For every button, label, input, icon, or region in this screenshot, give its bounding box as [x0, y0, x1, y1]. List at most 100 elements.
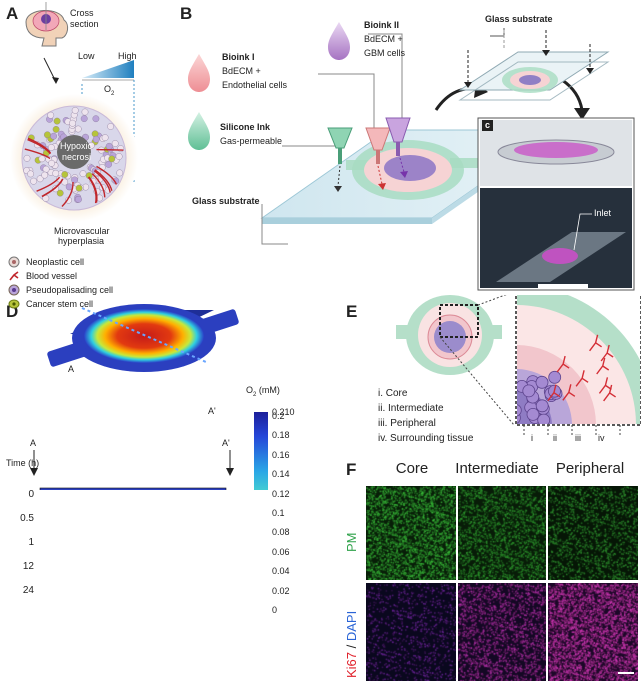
legend-pseudopalisading: Pseudopalisading cell	[8, 284, 113, 296]
endothelial-sprout	[596, 357, 610, 375]
tumor-cell	[48, 144, 55, 151]
tumor-cell	[50, 132, 57, 140]
blood-vessel	[96, 148, 124, 151]
endothelial-sprout	[589, 334, 602, 352]
time-value: 24	[22, 585, 34, 596]
legend-neoplastic: Neoplastic cell	[8, 256, 84, 268]
zone-label-iii: iii	[575, 433, 581, 443]
colorbar-tick-label: 0.06	[272, 546, 290, 557]
panel-d-illustration	[30, 304, 268, 490]
ki67-label: Ki67	[344, 651, 359, 678]
zone-item-intermediate: ii. Intermediate	[378, 403, 444, 414]
tumor-cells	[23, 107, 125, 208]
tumor-cell	[52, 169, 60, 177]
tumor-cell	[52, 185, 60, 193]
neoplastic-cell-icon	[8, 256, 20, 268]
tumor-cell	[65, 183, 73, 191]
arrow-down-icon	[226, 468, 234, 476]
gbm-cell	[537, 413, 551, 424]
micrograph-core-ki67	[366, 583, 456, 681]
blood-vessel	[36, 176, 61, 192]
tumor-cell	[111, 140, 119, 147]
blood-vessel	[93, 170, 111, 193]
tumor-cell	[41, 171, 49, 179]
legend-label: Neoplastic cell	[26, 257, 85, 267]
microvascular-label: Microvascular	[54, 226, 110, 236]
panel-e-illustration	[396, 295, 641, 435]
silicone-drop-icon	[188, 112, 210, 150]
endothelial-sprout	[600, 344, 614, 362]
o2-low-label: Low	[78, 51, 95, 61]
hyperplasia-label: hyperplasia	[58, 236, 105, 246]
colorbar-tick-label: 0.2	[272, 411, 285, 421]
panel-f-letter: F	[346, 460, 357, 479]
tumor-cell	[48, 159, 55, 167]
dapi-label: DAPI	[344, 610, 359, 642]
tumor-cell	[36, 175, 44, 183]
endothelial-sprout	[547, 384, 561, 402]
tumor-cell	[47, 111, 55, 119]
blood-vessel	[96, 165, 118, 185]
legend-cancer-stem: Cancer stem cell	[8, 298, 93, 310]
o2-subscript: 2	[111, 90, 115, 97]
blood-vessel-icon	[9, 271, 19, 281]
time-value: 1	[28, 537, 34, 548]
glass-substrate-left-label: Glass substrate	[192, 196, 260, 206]
colorbar-tick-label: 0.12	[272, 488, 290, 499]
silicone-nozzle-icon	[327, 127, 353, 149]
tumor-cell	[30, 177, 37, 185]
time-strips	[39, 487, 227, 490]
time-strip	[39, 487, 227, 490]
blood-vessel	[87, 176, 97, 204]
micrograph-peripheral-ki67	[548, 583, 638, 681]
photo-c-label: c	[482, 120, 494, 131]
tumor-cell	[101, 134, 109, 142]
zone-label-i: i	[531, 433, 533, 443]
tumor-cell	[92, 135, 100, 143]
blood-vessel	[61, 181, 74, 208]
tumor-cell	[52, 125, 60, 133]
cancer-stem-cell-icon	[8, 299, 20, 309]
tumor-cell	[115, 153, 123, 160]
tumor-cell	[71, 107, 79, 114]
col-title-peripheral: Peripheral	[555, 460, 625, 477]
tumor-cell	[81, 108, 89, 116]
bioink2-core	[384, 155, 436, 181]
tumor-cell	[56, 189, 64, 197]
row-label-pm: PM	[344, 532, 359, 553]
legend-label: Blood vessel	[26, 271, 78, 281]
colorbar-tick-label: 0.210	[272, 407, 295, 417]
inlet-label: Inlet	[594, 208, 612, 218]
blood-vessel	[27, 138, 51, 155]
colorbar-tick-label: 0.04	[272, 566, 290, 577]
strip-label-a-prime: A'	[222, 438, 230, 448]
colorbar	[254, 412, 268, 490]
gbm-cell	[522, 384, 536, 398]
time-value: 12	[22, 561, 34, 572]
legend-label: Pseudopalisading cell	[26, 285, 114, 295]
gbm-cell	[526, 408, 540, 421]
zone-label-iv: iv	[598, 433, 605, 443]
bioink2-drop-icon	[328, 22, 350, 60]
colorbar-tick-label: 0	[272, 605, 278, 615]
colorbar-tick-label: 0.14	[272, 469, 290, 480]
glass-substrate-top-label: Glass substrate	[485, 14, 553, 24]
colorbar-title: O2 (mM)	[246, 385, 280, 401]
colorbar-tick-label: 0.02	[272, 585, 290, 596]
tumor-cell	[108, 155, 116, 163]
silicone-title: Silicone Ink	[220, 122, 271, 132]
tumor-cell	[38, 155, 46, 163]
time-value: 0	[28, 489, 34, 500]
tumor-cell	[79, 170, 87, 178]
bioink1-line2: Endothelial cells	[222, 80, 288, 90]
col-title-core: Core	[395, 460, 429, 477]
panel-b-illustration	[188, 22, 635, 291]
tumor-cell	[75, 184, 83, 192]
label-a-prime: A'	[208, 406, 216, 416]
tumor-cell	[75, 195, 82, 203]
tumor-cell	[74, 125, 82, 133]
tumor-cell	[92, 115, 100, 123]
cross-section-label: Cross section	[70, 8, 99, 29]
tumor-cell	[69, 119, 76, 127]
micrograph-core-pm	[366, 486, 456, 580]
